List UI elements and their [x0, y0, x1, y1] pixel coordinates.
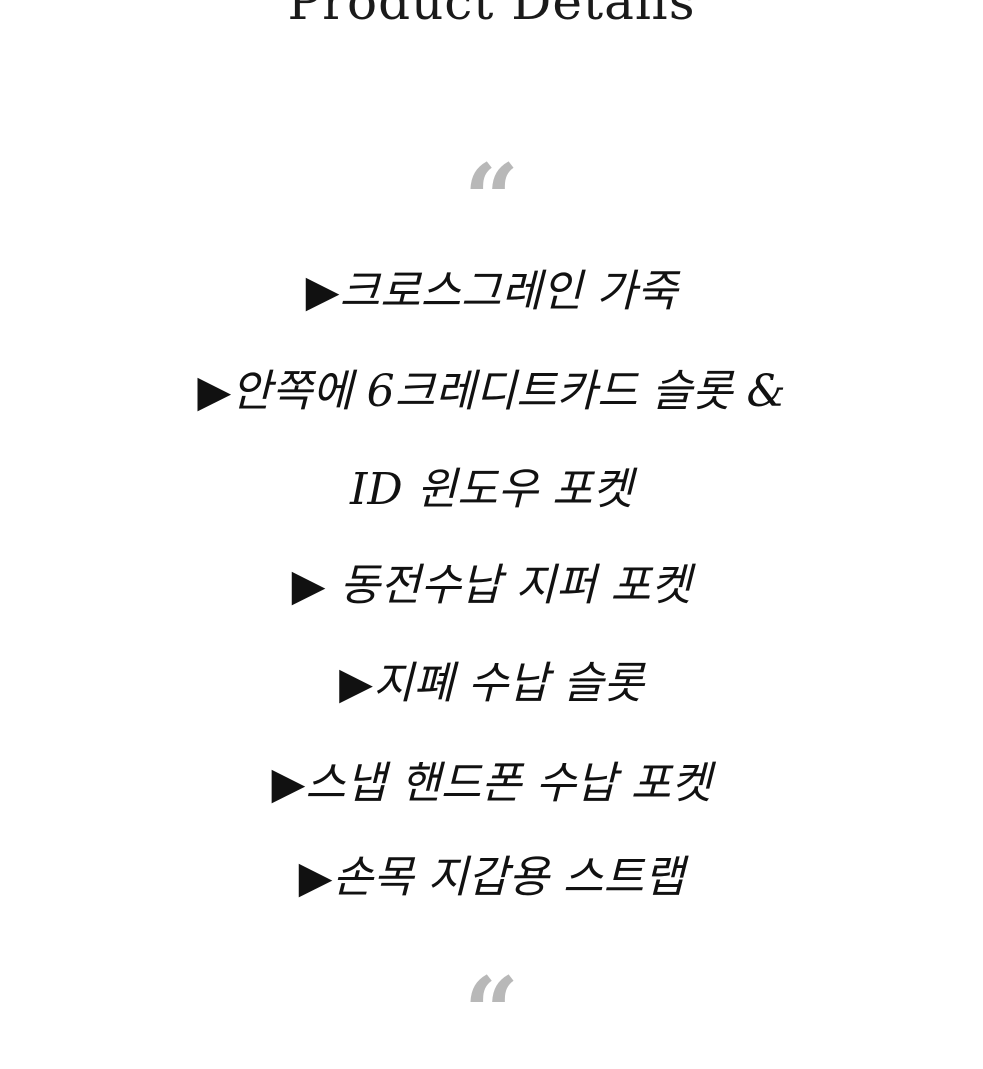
detail-line-phone-pocket: ▶스냅 핸드폰 수납 포켓 [271, 758, 712, 809]
detail-line-coin-pocket: ▶ 동전수납 지퍼 포켓 [291, 560, 692, 611]
quote-mark-icon: “ [463, 143, 520, 256]
detail-line-leather: ▶크로스그레인 가죽 [305, 266, 678, 317]
page-title: Product Details [287, 0, 696, 31]
quote-mark-bottom-icon: “ [463, 956, 520, 1069]
detail-line-wrist-strap: ▶손목 지갑용 스트랩 [298, 852, 685, 903]
detail-line-id-window: ID 윈도우 포켓 [349, 464, 634, 515]
detail-line-bill-slot: ▶지폐 수납 슬롯 [339, 658, 644, 709]
product-details-page: Product Details “ ▶크로스그레인 가죽 ▶안쪽에 6크레디트카… [197, 0, 786, 1061]
detail-line-card-slots: ▶안쪽에 6크레디트카드 슬롯 & [197, 366, 786, 417]
